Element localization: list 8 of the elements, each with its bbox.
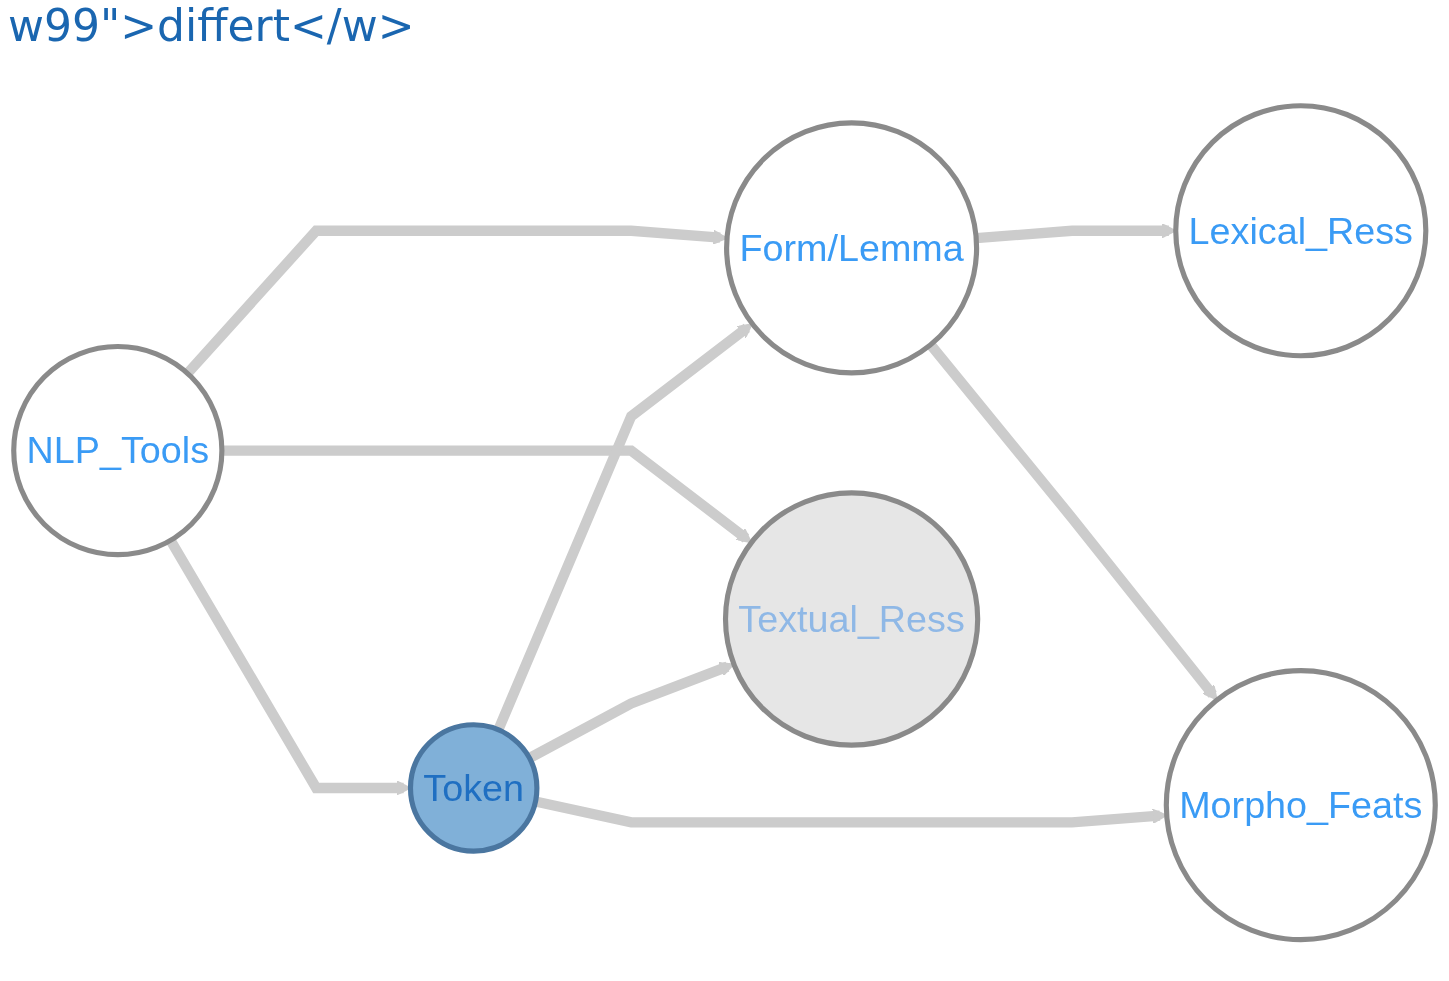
arrow <box>926 341 1218 701</box>
node-circle: Form/Lemma <box>724 120 980 376</box>
code-fragment-text: w99">differt</w> <box>8 0 415 51</box>
node-circle: Textual_Ress <box>722 490 981 748</box>
node-circle: Token <box>407 722 540 854</box>
node-circle: NLP_Tools <box>11 343 225 558</box>
node-circle: Morpho_Feats <box>1163 667 1438 942</box>
node-circle: Lexical_Ress <box>1173 103 1429 359</box>
